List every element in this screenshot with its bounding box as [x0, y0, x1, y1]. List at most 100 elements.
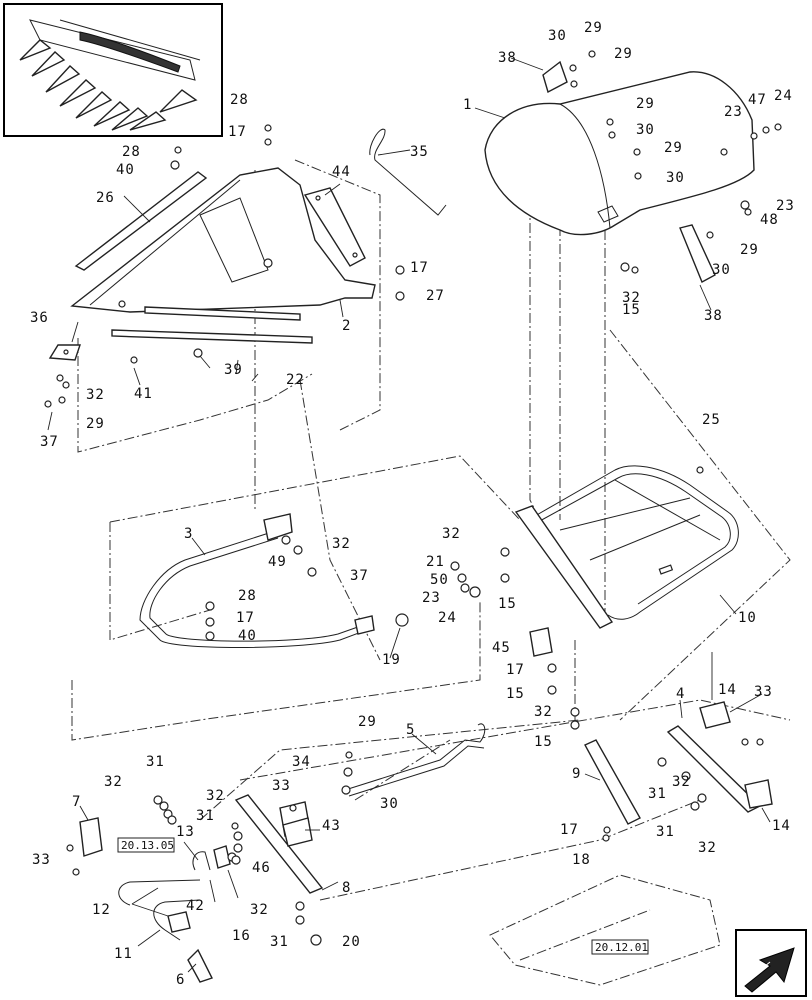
part-36-bracket[interactable]: [48, 344, 81, 361]
callout-21: 21: [426, 554, 445, 570]
part-38-bracket-right[interactable]: [679, 224, 716, 283]
callout-15-c: 15: [506, 686, 525, 702]
part-16-clip[interactable]: [213, 845, 231, 869]
callout-35: 35: [410, 144, 429, 160]
part-14-bracket-lower[interactable]: [744, 779, 773, 809]
reference-box-bottom[interactable]: 20.12.01: [591, 939, 649, 955]
callout-32-h: 32: [250, 902, 269, 918]
callout-25: 25: [702, 412, 721, 428]
part-13-hook[interactable]: [192, 851, 211, 871]
part-1-hood[interactable]: [484, 71, 755, 236]
assembly-centerlines: [71, 159, 791, 901]
part-7-bracket[interactable]: [79, 817, 103, 857]
part-3-tube-frame[interactable]: [139, 513, 375, 648]
callout-42: 42: [186, 898, 205, 914]
part-9-bar[interactable]: [584, 739, 641, 825]
callout-17-a: 17: [228, 124, 247, 140]
callout-30-a: 30: [548, 28, 567, 44]
callout-32-i: 32: [672, 774, 691, 790]
svg-text:20.12.01: 20.12.01: [595, 941, 648, 954]
callout-9: 9: [572, 766, 581, 782]
callout-23-c: 23: [422, 590, 441, 606]
callout-29-d: 29: [664, 140, 683, 156]
reference-frame-outline: [489, 874, 721, 986]
callout-2: 2: [342, 318, 351, 334]
back-arrow-icon[interactable]: [735, 929, 807, 997]
part-22-strip[interactable]: [111, 306, 313, 344]
callout-33-c: 33: [32, 852, 51, 868]
leader-lines: [47, 57, 771, 973]
part-8-bar[interactable]: [234, 794, 324, 894]
callout-32-f: 32: [104, 774, 123, 790]
callout-14-upper: 14: [718, 682, 737, 698]
callout-23-a: 23: [724, 104, 743, 120]
callout-32-a: 32: [622, 290, 641, 306]
callout-49: 49: [268, 554, 287, 570]
callout-29-e: 29: [740, 242, 759, 258]
callout-38-a: 38: [498, 50, 517, 66]
reference-box-left[interactable]: 20.13.05: [117, 837, 175, 853]
callout-14-lower: 14: [772, 818, 791, 834]
callout-15-b: 15: [498, 596, 517, 612]
part-26-strip[interactable]: [74, 171, 208, 271]
callout-45: 45: [492, 640, 511, 656]
part-11-handle[interactable]: [118, 879, 201, 941]
callout-17-e: 17: [560, 822, 579, 838]
callout-10: 10: [738, 610, 757, 626]
callout-29-b: 29: [614, 46, 633, 62]
header-overview-thumbnail[interactable]: [3, 3, 223, 137]
callout-32-b: 32: [86, 387, 105, 403]
part-38-bracket-top[interactable]: [542, 60, 568, 94]
callout-15-a: 15: [622, 302, 641, 318]
callout-28-c: 28: [238, 588, 257, 604]
callout-7: 7: [72, 794, 81, 810]
part-5-rod[interactable]: [344, 723, 486, 797]
callout-30-d: 30: [712, 262, 731, 278]
callout-32-g: 32: [206, 788, 225, 804]
callout-39: 39: [224, 362, 243, 378]
callout-16: 16: [232, 928, 251, 944]
callout-27: 27: [426, 288, 445, 304]
callout-47: 47: [748, 92, 767, 108]
callout-31-e: 31: [656, 824, 675, 840]
part-2-divider[interactable]: [70, 167, 376, 313]
callout-29-g: 29: [358, 714, 377, 730]
callout-18: 18: [572, 852, 591, 868]
callout-28-a: 28: [230, 92, 249, 108]
callout-4: 4: [676, 686, 685, 702]
part-14-bracket-upper[interactable]: [699, 701, 731, 729]
callout-1: 1: [463, 97, 472, 113]
callout-5: 5: [406, 722, 415, 738]
callout-32-e: 32: [534, 704, 553, 720]
callout-6: 6: [176, 972, 185, 988]
callout-29-f: 29: [86, 416, 105, 432]
callout-13: 13: [176, 824, 195, 840]
part-10-tube-frame[interactable]: [514, 465, 739, 629]
part-43-plate[interactable]: [282, 817, 313, 847]
callout-30-b: 30: [636, 122, 655, 138]
callout-31-c: 31: [270, 934, 289, 950]
callout-17-c: 17: [236, 610, 255, 626]
part-45-bracket[interactable]: [529, 627, 553, 657]
part-44-plate[interactable]: [303, 187, 366, 267]
callout-11: 11: [114, 946, 133, 962]
part-35-rod[interactable]: [369, 128, 447, 216]
callout-31-a: 31: [146, 754, 165, 770]
callout-12: 12: [92, 902, 111, 918]
callout-32-j: 32: [698, 840, 717, 856]
callout-8: 8: [342, 880, 351, 896]
callout-40-a: 40: [116, 162, 135, 178]
callout-26: 26: [96, 190, 115, 206]
callout-34: 34: [292, 754, 311, 770]
callout-29-c: 29: [636, 96, 655, 112]
part-6-latch[interactable]: [187, 948, 213, 983]
callout-48: 48: [760, 212, 779, 228]
callout-50: 50: [430, 572, 449, 588]
callout-33-a: 33: [754, 684, 773, 700]
callout-30-c: 30: [666, 170, 685, 186]
callout-31-d: 31: [648, 786, 667, 802]
callout-23-b: 23: [776, 198, 795, 214]
callout-17-b: 17: [410, 260, 429, 276]
callout-30-e: 30: [380, 796, 399, 812]
svg-text:20.13.05: 20.13.05: [121, 839, 174, 852]
